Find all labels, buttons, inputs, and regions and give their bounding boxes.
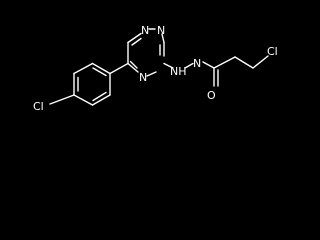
ring-bond (73, 94, 94, 106)
ring-double-bond (92, 67, 107, 77)
nitrogen-atom-label: N (193, 57, 201, 70)
ring-bond (161, 33, 165, 44)
ring-bond (73, 62, 94, 75)
ring-double-bond (92, 91, 107, 102)
ring-double-bond (129, 60, 138, 69)
chain-bond (213, 56, 236, 69)
aryl-chlorine-bond (49, 94, 75, 105)
ring-bond (91, 62, 111, 75)
ring-bond (91, 94, 111, 106)
hydrazide-nh-label: NH (170, 65, 187, 78)
biaryl-bond (109, 62, 129, 75)
ring-double-bond (131, 37, 142, 46)
chlorine-atom-label: Cl (267, 45, 278, 58)
triazine-hydrazide-bond (163, 62, 174, 69)
oxygen-atom-label: O (207, 89, 216, 102)
ring-bond (127, 32, 142, 44)
nitrogen-atom-label: N (139, 71, 147, 84)
chain-bond (234, 56, 254, 69)
chemical-structure-diagram: Cl N N N NH N O Cl (33, 24, 278, 113)
nitrogen-atom-label: N (157, 24, 165, 37)
ring-bond (146, 71, 157, 77)
hydrazide-n-carbonyl-bond (202, 61, 215, 69)
ring-bond (127, 62, 139, 73)
nitrogen-atom-label: N (141, 24, 149, 37)
chain-chlorine-bond (252, 55, 269, 69)
hydrazide-n-n-bond (184, 62, 194, 69)
chlorine-atom-label: Cl (33, 100, 44, 113)
chlorophenyl-ring (73, 62, 111, 106)
triazine-ring (127, 28, 165, 77)
